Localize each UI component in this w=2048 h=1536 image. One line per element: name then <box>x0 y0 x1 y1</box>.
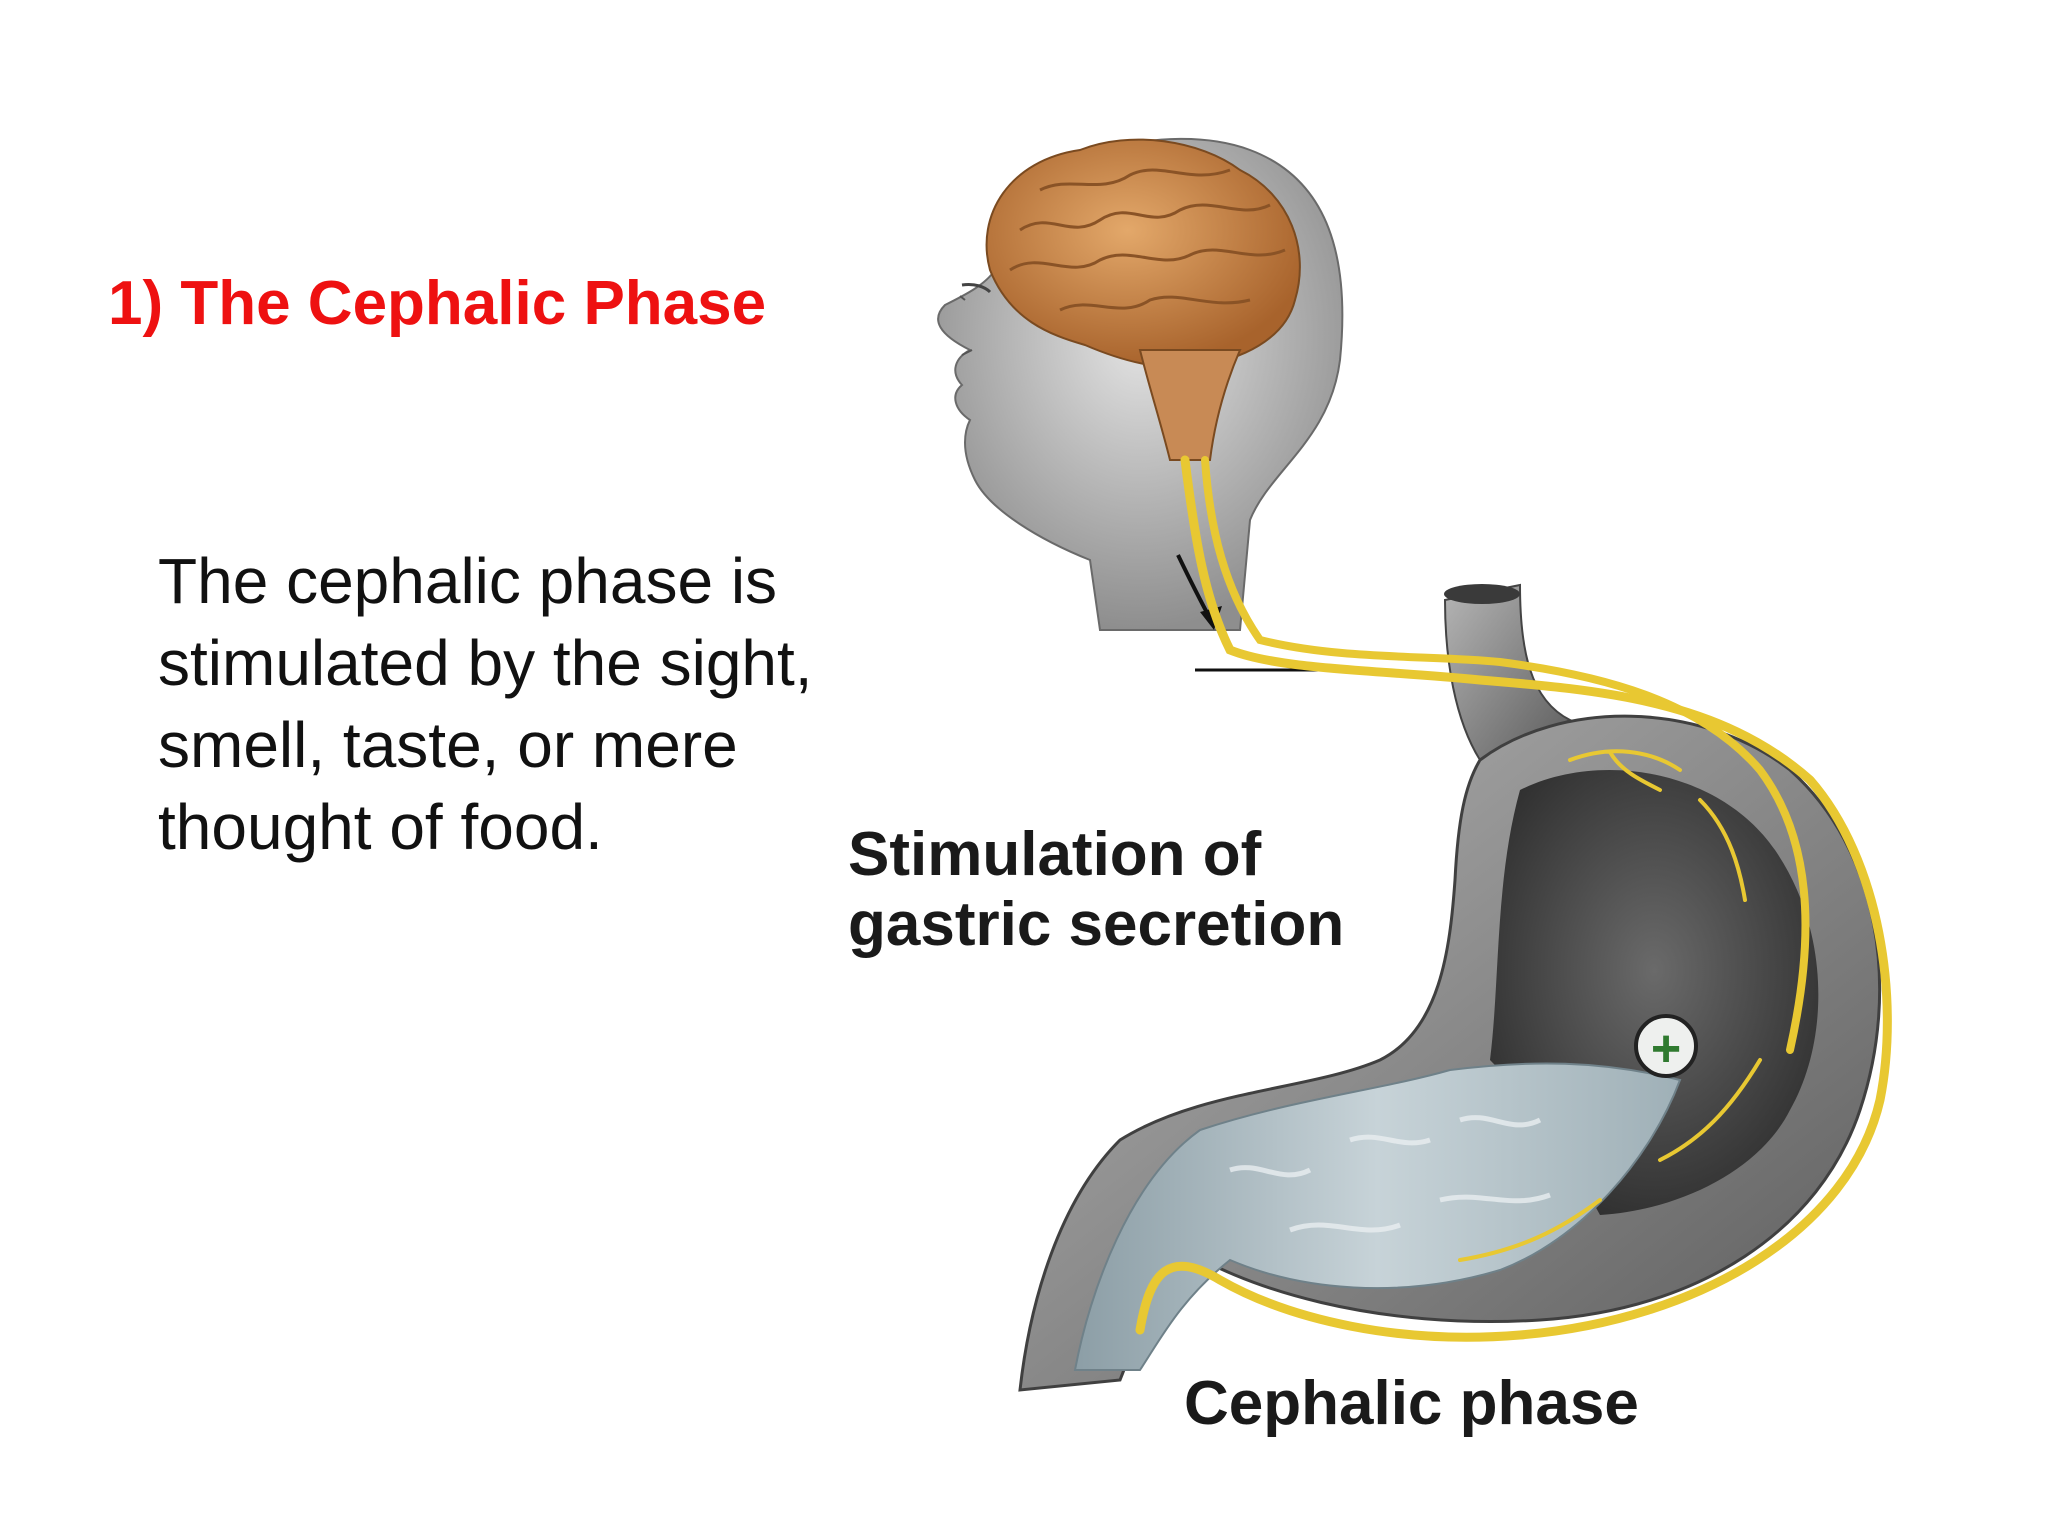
stimulation-label: Stimulation of gastric secretion <box>848 820 1344 960</box>
plus-sign: + <box>1651 1020 1681 1078</box>
body-line: stimulated by the sight, <box>158 627 813 699</box>
stimulation-plus-marker: + <box>1634 1014 1698 1078</box>
slide-title: 1) The Cephalic Phase <box>108 269 767 338</box>
figure-caption: Cephalic phase <box>1184 1369 1639 1438</box>
body-line: thought of food. <box>158 791 603 863</box>
body-line: smell, taste, or mere <box>158 709 738 781</box>
body-text: The cephalic phase is stimulated by the … <box>158 540 898 868</box>
stomach <box>1018 583 1882 1392</box>
cephalic-phase-illustration: + <box>937 137 1892 1392</box>
brain <box>985 138 1301 461</box>
stimulation-label-line: Stimulation of <box>848 820 1262 889</box>
body-line: The cephalic phase is <box>158 545 778 617</box>
stimulation-label-line: gastric secretion <box>848 890 1345 959</box>
vagus-nerve <box>1135 455 1892 1342</box>
